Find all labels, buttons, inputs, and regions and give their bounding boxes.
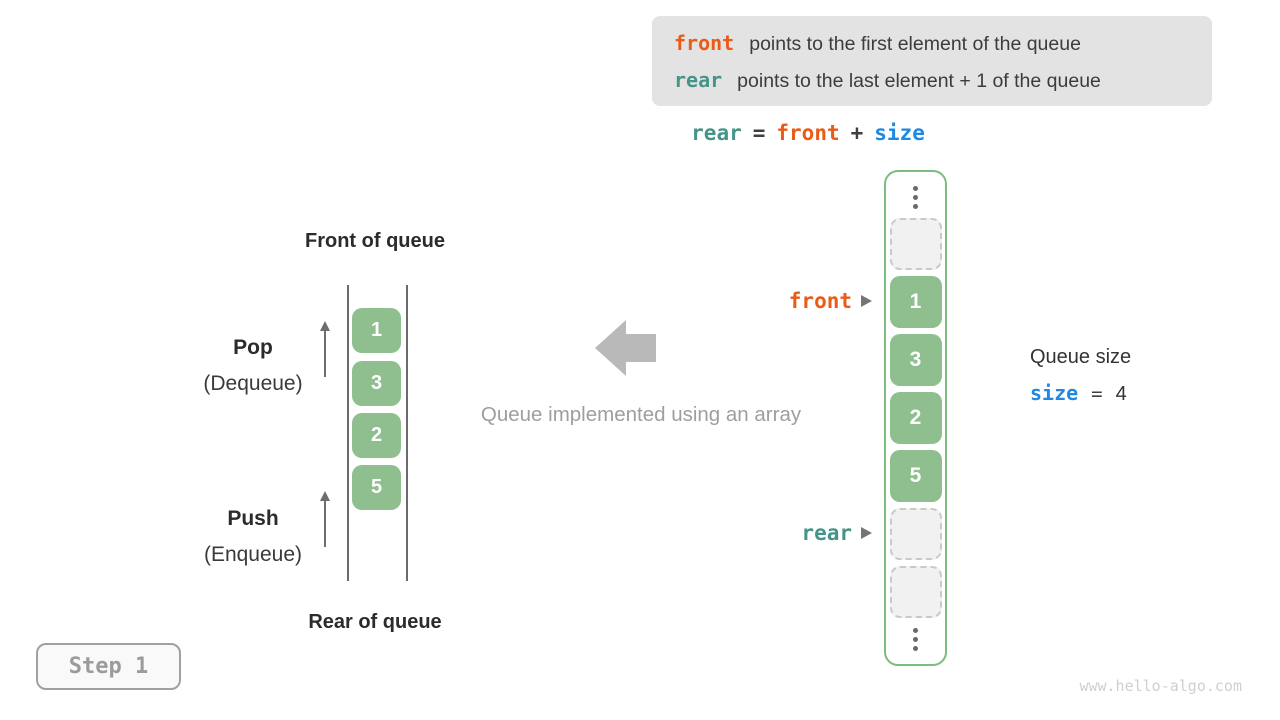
block-arrow-shaft	[626, 334, 656, 362]
front-pointer-arrow-icon	[861, 295, 872, 307]
left-block-arrow-icon	[595, 320, 656, 376]
dot	[913, 185, 918, 191]
dequeue-subtitle: (Dequeue)	[203, 372, 303, 395]
rear-of-queue-label: Rear of queue	[308, 611, 442, 633]
pop-up-arrow-icon	[320, 321, 330, 377]
pop-title: Pop	[233, 336, 273, 359]
rear-explanation-text: points to the last element + 1 of the qu…	[737, 70, 1101, 92]
front-of-queue-label: Front of queue	[305, 230, 445, 252]
size-code-token: size	[1030, 381, 1079, 405]
rear-pointer-arrow-icon	[861, 527, 872, 539]
rear-code-label: rear	[674, 68, 723, 92]
queue-channel-left-line	[347, 285, 349, 581]
size-value: 4	[1115, 383, 1127, 405]
dot	[913, 203, 918, 209]
queue-element: 3	[352, 361, 401, 406]
dot	[913, 627, 918, 633]
step-badge: Step 1	[36, 643, 181, 690]
rear-equals-front-plus-size-formula: rear = front + size	[652, 121, 964, 145]
formula-rear-token: rear	[691, 121, 742, 145]
implementation-caption: Queue implemented using an array	[480, 403, 802, 426]
push-operation-label: Push (Enqueue)	[183, 501, 323, 573]
queue-element: 5	[352, 465, 401, 510]
front-code-label: front	[674, 31, 735, 55]
array-container: 1 3 2 5	[884, 170, 947, 666]
size-equation: size = 4	[1030, 381, 1131, 406]
watermark: www.hello-algo.com	[1079, 677, 1242, 695]
array-cell: 1	[889, 276, 942, 328]
array-empty-cell	[889, 508, 942, 560]
queue-channel-right-line	[406, 285, 408, 581]
array-cell: 2	[889, 392, 942, 444]
array-cell: 3	[889, 334, 942, 386]
front-explanation-text: points to the first element of the queue	[749, 33, 1081, 55]
ellipsis-dots-bottom-icon	[913, 624, 918, 654]
array-empty-cell	[889, 566, 942, 618]
enqueue-subtitle: (Enqueue)	[203, 543, 303, 566]
dot	[913, 645, 918, 651]
size-equals-token: =	[1091, 383, 1103, 405]
front-explanation-line: front points to the first element of the…	[674, 25, 1212, 62]
block-arrow-head	[595, 320, 626, 376]
queue-size-label: Queue size	[1030, 346, 1132, 368]
rear-explanation-line: rear points to the last element + 1 of t…	[674, 62, 1212, 99]
queue-size-block: Queue size size = 4	[1030, 344, 1131, 406]
ellipsis-dots-top-icon	[913, 182, 918, 212]
dot	[913, 194, 918, 200]
rear-pointer-row: rear	[600, 519, 872, 547]
formula-front-token: front	[776, 121, 840, 145]
formula-equals-token: =	[752, 121, 766, 145]
formula-plus-token: +	[850, 121, 864, 145]
pointer-explanation-box: front points to the first element of the…	[652, 16, 1212, 106]
rear-pointer-label: rear	[801, 521, 852, 545]
array-cell: 5	[889, 450, 942, 502]
queue-element: 1	[352, 308, 401, 353]
front-pointer-row: front	[600, 287, 872, 315]
pop-operation-label: Pop (Dequeue)	[183, 330, 323, 402]
front-pointer-label: front	[788, 289, 852, 313]
array-empty-cell	[889, 218, 942, 270]
push-title: Push	[227, 507, 279, 530]
formula-size-token: size	[874, 121, 925, 145]
queue-element: 2	[352, 413, 401, 458]
dot	[913, 636, 918, 642]
push-up-arrow-icon	[320, 491, 330, 547]
